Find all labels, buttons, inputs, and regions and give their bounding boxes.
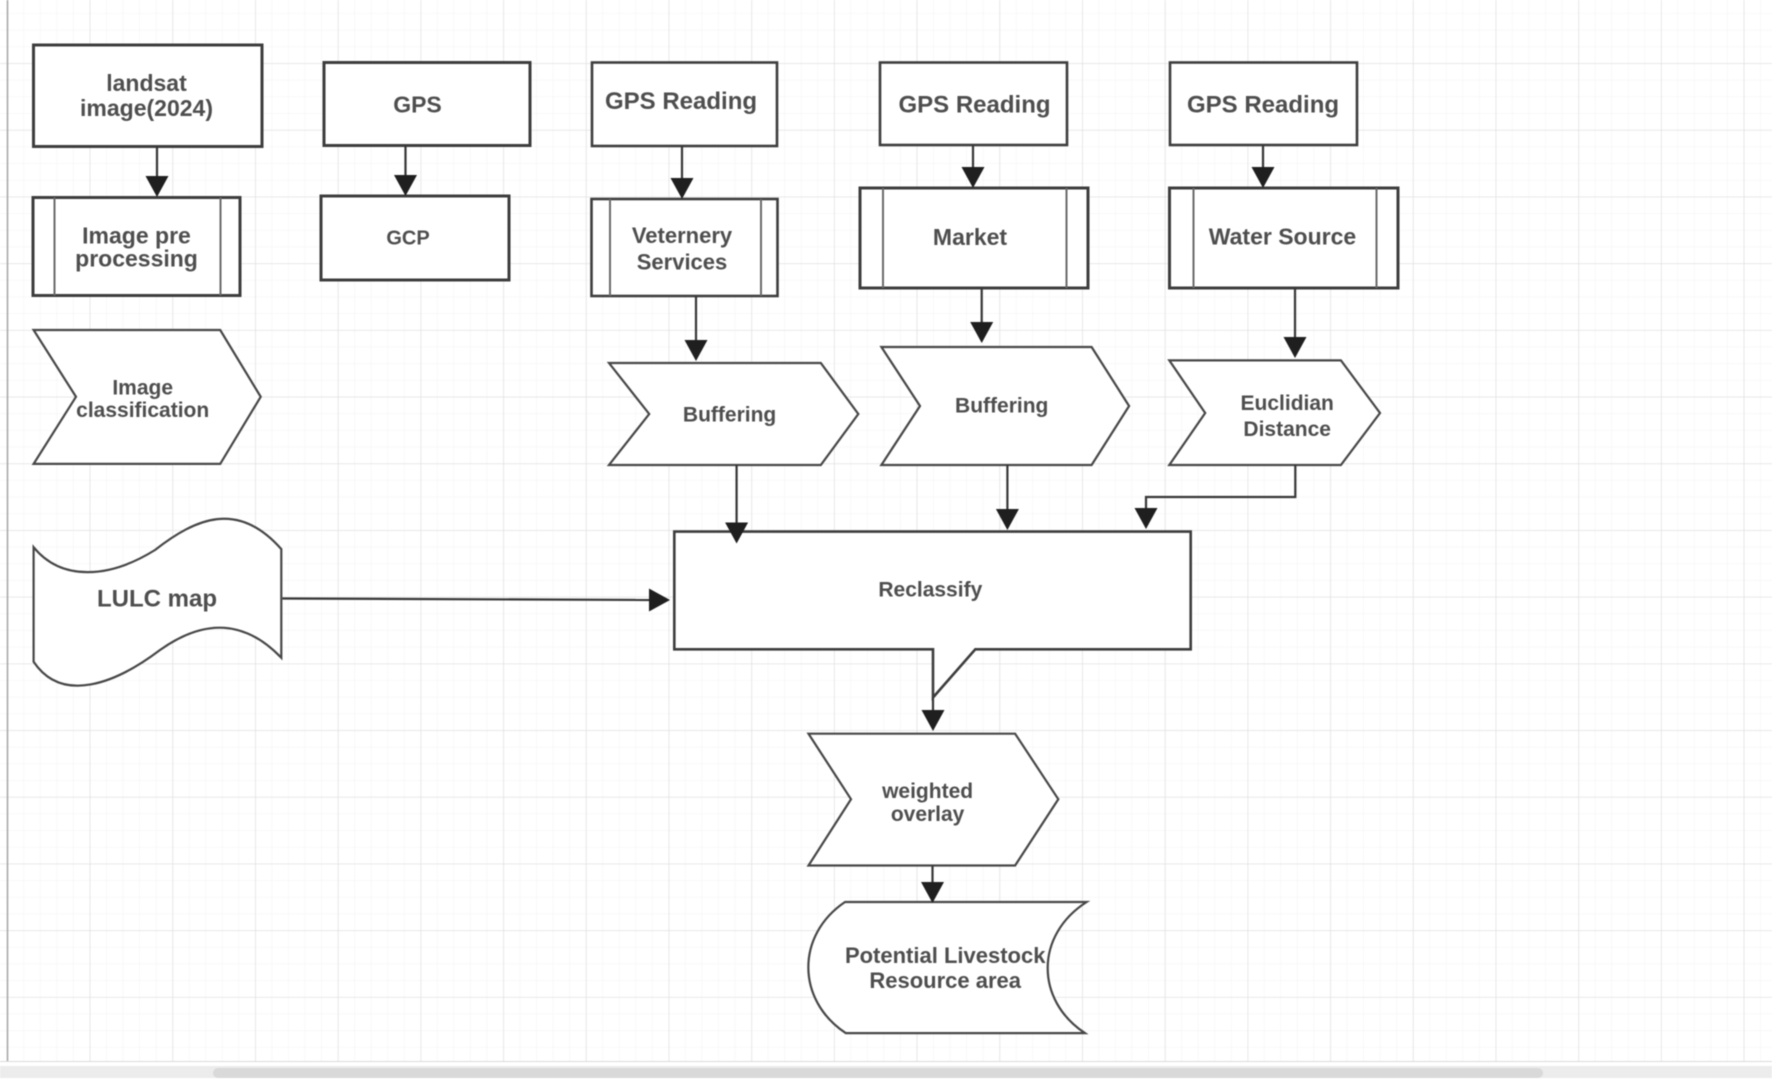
svg-text:Image pre: Image pre (82, 223, 191, 249)
svg-text:Buffering: Buffering (683, 404, 776, 427)
svg-text:GCP: GCP (386, 228, 429, 250)
svg-text:Euclidian: Euclidian (1241, 392, 1334, 415)
svg-text:overlay: overlay (891, 803, 965, 826)
svg-text:Distance: Distance (1243, 418, 1331, 441)
svg-text:landsat: landsat (106, 70, 187, 96)
svg-text:Resource area: Resource area (869, 968, 1021, 993)
svg-text:Potential Livestock: Potential Livestock (845, 943, 1046, 968)
svg-text:Image: Image (112, 377, 173, 400)
svg-text:GPS Reading: GPS Reading (1187, 91, 1339, 118)
svg-text:image(2024): image(2024) (80, 95, 213, 121)
svg-text:Veternery: Veternery (632, 223, 733, 248)
svg-text:Water Source: Water Source (1209, 223, 1356, 249)
svg-text:GPS Reading: GPS Reading (605, 88, 757, 115)
svg-text:classification: classification (76, 399, 209, 422)
svg-text:LULC map: LULC map (97, 585, 217, 612)
svg-text:Market: Market (933, 224, 1007, 250)
svg-text:GPS Reading: GPS Reading (898, 91, 1050, 118)
svg-text:Services: Services (637, 249, 728, 274)
svg-text:weighted: weighted (881, 780, 973, 803)
svg-text:GPS: GPS (393, 91, 442, 117)
svg-text:Reclassify: Reclassify (878, 579, 982, 602)
svg-text:processing: processing (75, 246, 198, 272)
svg-text:Buffering: Buffering (955, 395, 1048, 418)
